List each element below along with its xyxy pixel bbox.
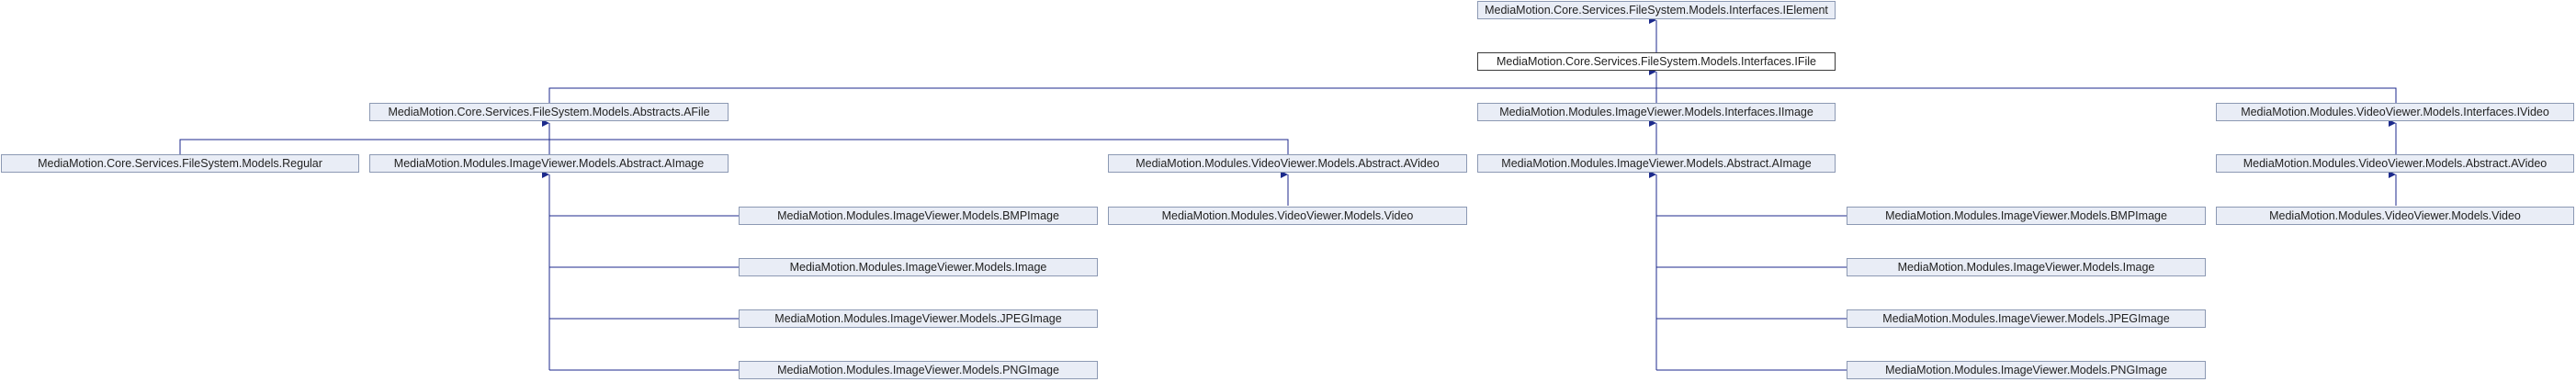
- edge-regular-afile: [179, 139, 549, 154]
- edge-afile-ifile: [548, 87, 1656, 103]
- edge-ivideo-ifile: [1656, 87, 2397, 103]
- node-jpegimage-right[interactable]: MediaMotion.Modules.ImageViewer.Models.J…: [1847, 309, 2206, 328]
- node-video-mid[interactable]: MediaMotion.Modules.VideoViewer.Models.V…: [1108, 207, 1467, 225]
- node-aimage-left[interactable]: MediaMotion.Modules.ImageViewer.Models.A…: [369, 154, 729, 173]
- node-iimage[interactable]: MediaMotion.Modules.ImageViewer.Models.I…: [1477, 103, 1836, 121]
- node-regular[interactable]: MediaMotion.Core.Services.FileSystem.Mod…: [1, 154, 359, 173]
- edge-avideo-afile: [549, 139, 1289, 154]
- node-pngimage-right[interactable]: MediaMotion.Modules.ImageViewer.Models.P…: [1847, 361, 2206, 379]
- node-aimage-right[interactable]: MediaMotion.Modules.ImageViewer.Models.A…: [1477, 154, 1836, 173]
- node-bmpimage-right[interactable]: MediaMotion.Modules.ImageViewer.Models.B…: [1847, 207, 2206, 225]
- node-ivideo[interactable]: MediaMotion.Modules.VideoViewer.Models.I…: [2216, 103, 2574, 121]
- node-ifile[interactable]: MediaMotion.Core.Services.FileSystem.Mod…: [1477, 52, 1836, 71]
- node-pngimage-left[interactable]: MediaMotion.Modules.ImageViewer.Models.P…: [739, 361, 1098, 379]
- node-ielement[interactable]: MediaMotion.Core.Services.FileSystem.Mod…: [1477, 1, 1836, 19]
- node-image-left[interactable]: MediaMotion.Modules.ImageViewer.Models.I…: [739, 258, 1098, 276]
- node-jpegimage-left[interactable]: MediaMotion.Modules.ImageViewer.Models.J…: [739, 309, 1098, 328]
- node-video-right[interactable]: MediaMotion.Modules.VideoViewer.Models.V…: [2216, 207, 2574, 225]
- node-image-right[interactable]: MediaMotion.Modules.ImageViewer.Models.I…: [1847, 258, 2206, 276]
- node-afile[interactable]: MediaMotion.Core.Services.FileSystem.Mod…: [369, 103, 729, 121]
- node-bmpimage-left[interactable]: MediaMotion.Modules.ImageViewer.Models.B…: [739, 207, 1098, 225]
- node-avideo-mid[interactable]: MediaMotion.Modules.VideoViewer.Models.A…: [1108, 154, 1467, 173]
- node-avideo-right[interactable]: MediaMotion.Modules.VideoViewer.Models.A…: [2216, 154, 2574, 173]
